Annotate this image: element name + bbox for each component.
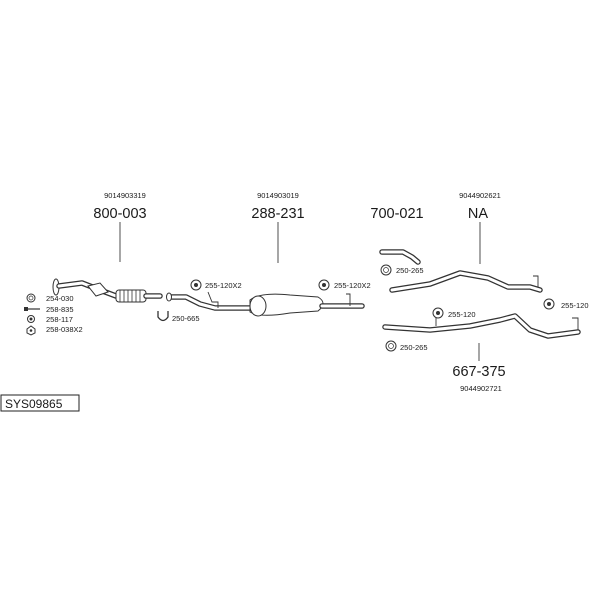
flex-section <box>115 289 147 303</box>
system-label-box <box>0 394 80 412</box>
accessory-label-250-265-top: 250-265 <box>396 266 424 275</box>
mid-bracket-left <box>207 291 219 308</box>
system-label: SYS09865 <box>5 397 63 411</box>
front-pipe-bracket <box>87 282 109 297</box>
oem-number-288-231: 9014903019 <box>257 191 299 200</box>
u-bolt-icon <box>157 311 169 322</box>
part-number-700-021: 700-021 <box>370 206 423 222</box>
front-pipe-part[interactable] <box>52 278 163 303</box>
part-number-667-375: 667-375 <box>452 364 505 380</box>
oem-number-800-003: 9014903319 <box>104 191 146 200</box>
middle-silencer-part[interactable] <box>166 291 365 317</box>
rear-pipe-667-375[interactable] <box>382 313 581 339</box>
accessory-label-255-120-a: 255-120 <box>448 310 476 319</box>
accessory-250-265-top[interactable]: 250-265 <box>380 264 424 276</box>
accessory-258-038X2[interactable]: 258-038X2 <box>26 325 83 336</box>
accessory-255-120-b[interactable]: 255-120 <box>543 298 589 310</box>
accessory-250-665[interactable]: 250-665 <box>157 311 200 323</box>
oem-number-na: 9044902621 <box>459 191 501 200</box>
part-number-na: NA <box>468 206 488 222</box>
accessory-250-265-bottom[interactable]: 250-265 <box>385 340 428 352</box>
accessory-label-255-120-b: 255-120 <box>561 301 589 310</box>
oem-number-667-375: 9044902721 <box>460 384 502 393</box>
mid-bracket-right <box>346 293 351 306</box>
accessory-label-258-038X2: 258-038X2 <box>46 325 83 334</box>
accessory-label-255-120x2-left: 255-120X2 <box>205 281 242 290</box>
accessory-255-120x2-left[interactable]: 255-120X2 <box>190 279 242 291</box>
accessory-255-120x2-right[interactable]: 255-120X2 <box>318 279 371 291</box>
accessory-label-250-265-bottom: 250-265 <box>400 343 428 352</box>
accessory-label-258-835: 258-835 <box>46 305 74 314</box>
part-number-800-003: 800-003 <box>93 206 146 222</box>
tail-pipe-700-021[interactable] <box>379 249 421 265</box>
accessory-label-258-117: 258-117 <box>46 315 73 324</box>
accessory-label-254-030: 254-030 <box>46 294 74 303</box>
rear-bracket-na <box>533 275 539 287</box>
accessory-254-030[interactable]: 254-030 <box>26 293 74 303</box>
accessory-label-255-120x2-right: 255-120X2 <box>334 281 371 290</box>
accessory-258-835[interactable]: 258-835 <box>24 305 74 314</box>
accessory-255-120-a[interactable]: 255-120 <box>432 307 476 319</box>
accessory-258-117[interactable]: 258-117 <box>27 315 73 324</box>
part-number-288-231: 288-231 <box>251 206 304 222</box>
rear-bracket-b <box>572 317 579 330</box>
rear-pipe-na[interactable] <box>389 270 543 293</box>
accessory-label-250-665: 250-665 <box>172 314 200 323</box>
